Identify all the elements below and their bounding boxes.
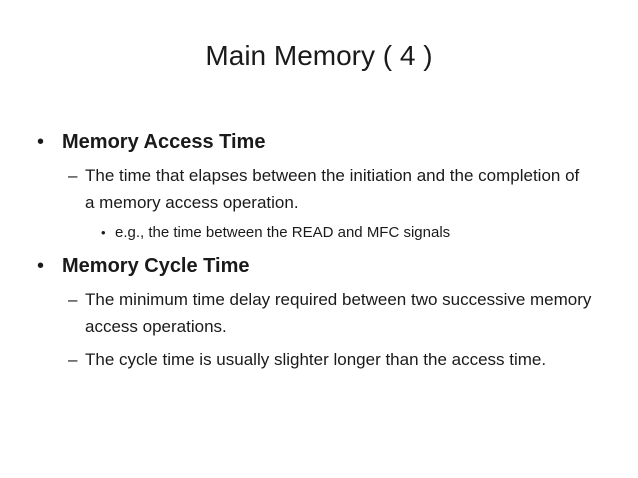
bullet-text: e.g., the time between the READ and MFC … (115, 224, 451, 241)
level1-bullet-icon: • (37, 131, 45, 153)
bullet-text-line: The time that elapses between the initia… (85, 166, 580, 185)
bullet-item-read-mfc-example: • e.g., the time between the READ and MF… (0, 222, 638, 244)
bullet-item-cycle-vs-access-time: – The cycle time is usually slighter lon… (0, 346, 638, 373)
bullet-text: The time that elapses between the initia… (85, 162, 638, 216)
slide-body: • Memory Access Time – The time that ela… (0, 128, 638, 373)
bullet-text: The minimum time delay required between … (85, 286, 638, 340)
bullet-text: Memory Access Time (62, 131, 266, 153)
level2-dash-icon: – (68, 166, 78, 185)
bullet-text-line: a memory access operation. (85, 193, 299, 212)
bullet-text: The cycle time is usually slighter longe… (85, 350, 547, 369)
bullet-item-memory-cycle-time: • Memory Cycle Time (0, 252, 638, 280)
bullet-text-line: The minimum time delay required between … (85, 290, 592, 309)
level2-dash-icon: – (68, 290, 78, 309)
level2-dash-icon: – (68, 350, 78, 369)
level1-bullet-icon: • (37, 255, 45, 277)
bullet-item-cycle-time-definition: – The minimum time delay required betwee… (0, 286, 638, 340)
bullet-text: Memory Cycle Time (62, 255, 250, 277)
slide-title: Main Memory ( 4 ) (205, 40, 433, 71)
bullet-item-access-time-definition: – The time that elapses between the init… (0, 162, 638, 216)
level3-bullet-icon: • (101, 225, 106, 240)
bullet-item-memory-access-time: • Memory Access Time (0, 128, 638, 156)
bullet-text-line: access operations. (85, 317, 227, 336)
